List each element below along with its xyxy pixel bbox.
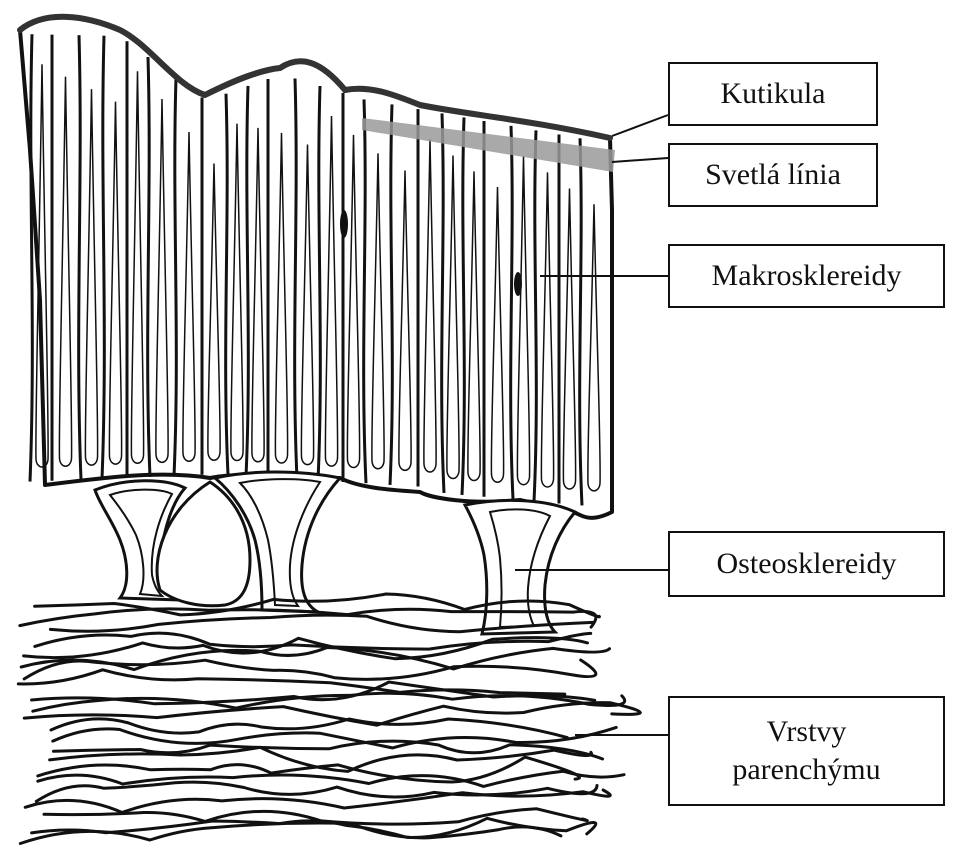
label-makrosklereidy-text: Makrosklereidy (712, 257, 902, 295)
cell-wall (580, 138, 582, 505)
cell-wall (102, 36, 104, 479)
osteosclereid (465, 500, 575, 634)
cell-wall (318, 86, 320, 481)
label-kutikula: Kutikula (668, 62, 878, 126)
label-osteosklereidy: Osteosklereidy (668, 531, 945, 597)
cell-wall (442, 113, 444, 493)
label-makrosklereidy: Makrosklereidy (668, 244, 945, 308)
cell-wall (364, 99, 366, 483)
leader-svetla (612, 158, 668, 162)
label-svetla-linia-text: Svetlá línia (705, 156, 841, 194)
cell-wall (534, 130, 536, 501)
cell-wall (462, 117, 464, 495)
cell-wall (295, 79, 297, 480)
label-kutikula-text: Kutikula (721, 75, 826, 113)
label-vrstvy-line2: parenchýmu (732, 751, 880, 789)
parenchyma-strand (36, 782, 597, 801)
parenchyma-strand (38, 771, 624, 786)
cell-wall (148, 57, 150, 477)
cell-wall (390, 104, 392, 484)
macrosclereid-layer (20, 17, 612, 518)
parenchyma-strand (24, 660, 596, 679)
cell-wall (30, 34, 32, 481)
inclusion (340, 210, 348, 238)
label-vrstvy-line1: Vrstvy (767, 713, 847, 751)
inclusion (514, 272, 522, 296)
label-svetla-linia: Svetlá línia (668, 143, 878, 207)
parenchyma-strand (18, 670, 565, 694)
cell-wall (226, 94, 228, 475)
label-vrstvy-parenchymu: Vrstvy parenchýmu (668, 696, 945, 806)
cell-wall (79, 35, 81, 479)
label-osteosklereidy-text: Osteosklereidy (717, 545, 897, 583)
cell-wall (511, 126, 513, 499)
cell-wall (246, 86, 248, 476)
leader-kutikula (612, 115, 668, 136)
parenchyma-strand (38, 757, 580, 782)
parenchyma-strand (51, 719, 567, 738)
cell-wall (174, 78, 176, 476)
